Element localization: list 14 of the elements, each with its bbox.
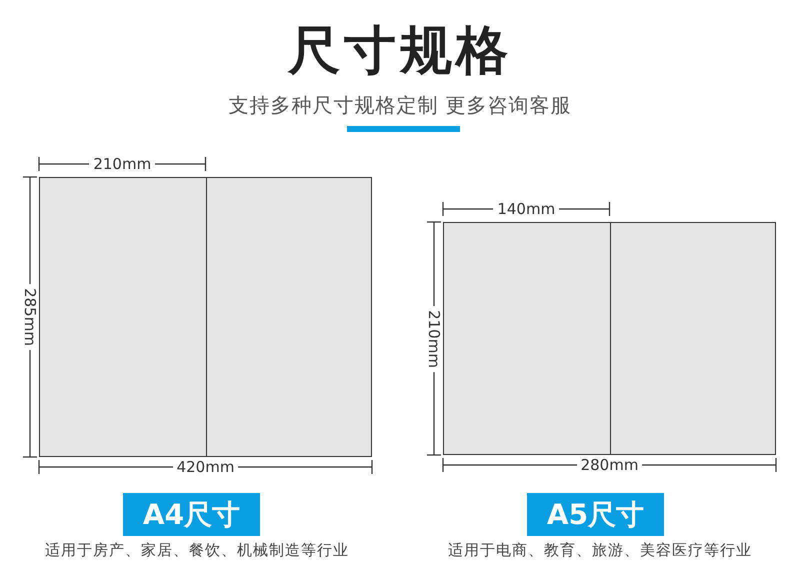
- title: 尺寸规格: [286, 20, 513, 83]
- dimension-label: 140mm: [493, 201, 560, 217]
- subtitle: 支持多种尺寸规格定制 更多咨询客服: [227, 92, 573, 119]
- size-label: A5尺寸: [527, 493, 664, 536]
- dimension-label: 420mm: [172, 459, 238, 475]
- dimension-label: 210mm: [426, 306, 442, 372]
- size-label: A4尺寸: [123, 493, 260, 536]
- dimension-label: 285mm: [22, 284, 38, 350]
- sheet-rectangle: [443, 222, 776, 455]
- usage-note: 适用于房产、家居、餐饮、机械制造等行业: [45, 541, 349, 560]
- dimension-label: 210mm: [89, 156, 156, 172]
- dimension-label: 280mm: [576, 457, 642, 473]
- sheet-rectangle: [39, 177, 372, 457]
- usage-note: 适用于电商、教育、旅游、美容医疗等行业: [448, 541, 752, 560]
